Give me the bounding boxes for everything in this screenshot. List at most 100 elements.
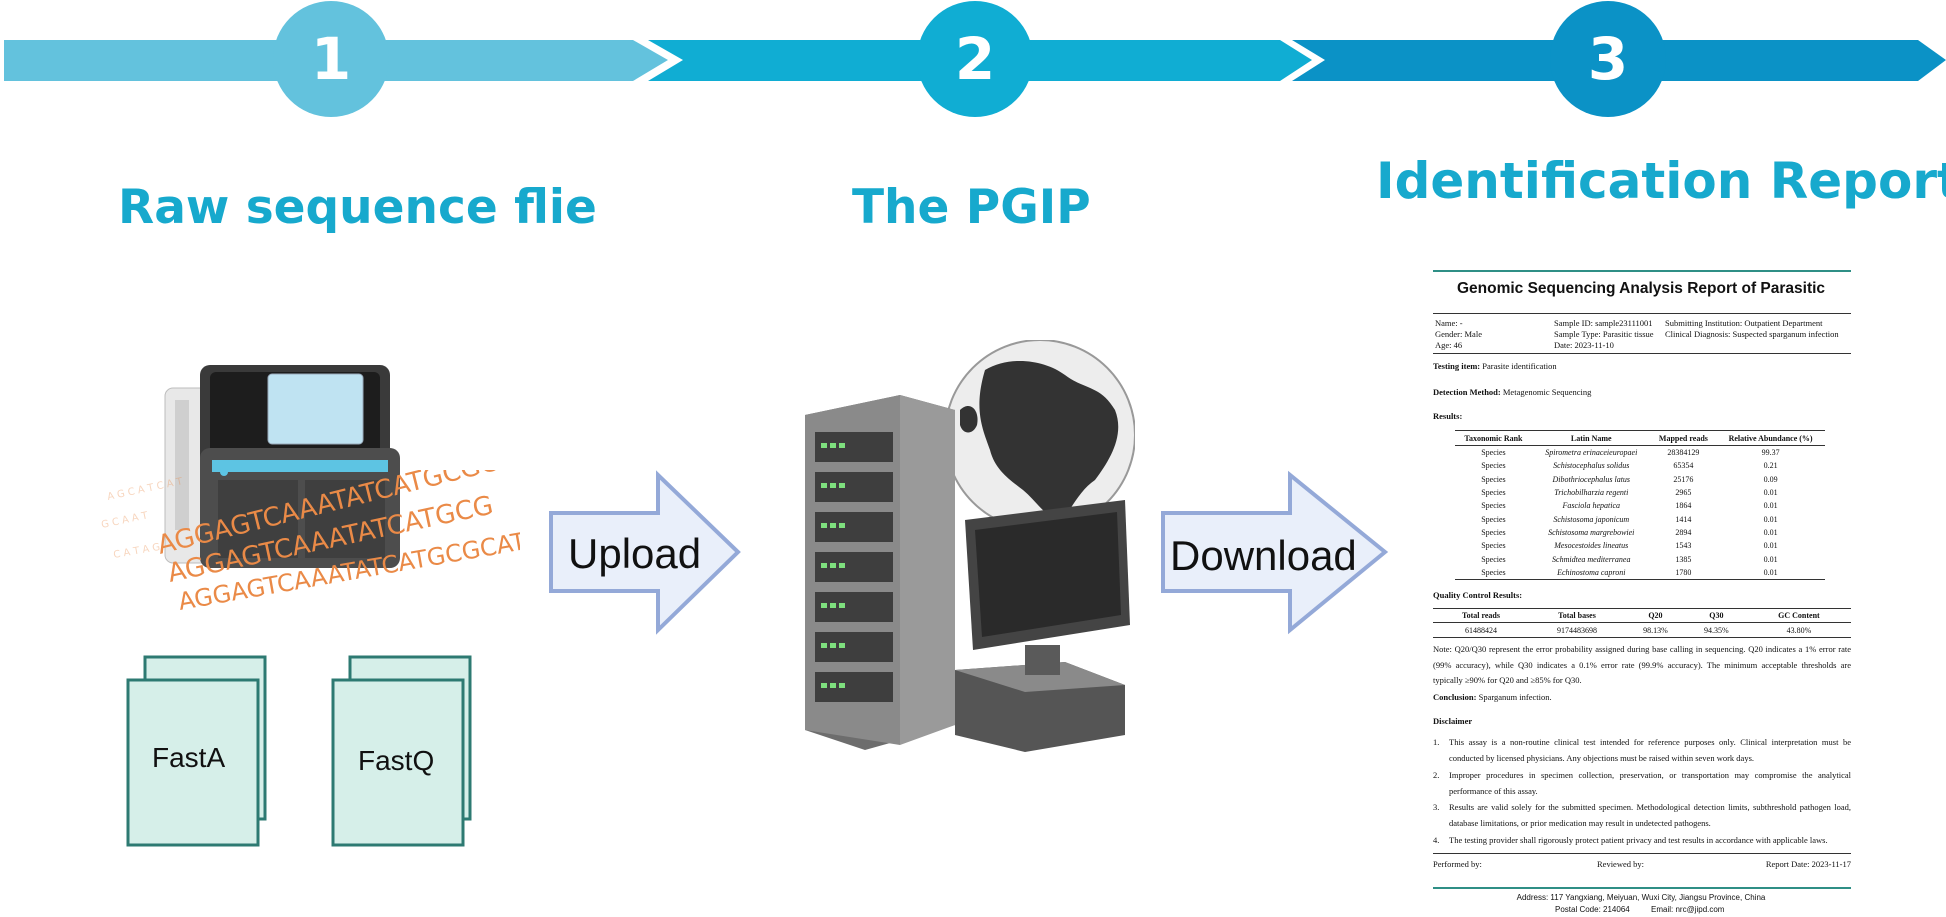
rank-cell: Species [1481,488,1506,498]
reads-cell: 1864 [1675,501,1692,511]
qc-total-bases: 9174483698 [1529,622,1625,638]
qc-q30: 94.35% [1685,622,1747,638]
qc-table: Total reads Total bases Q20 Q30 GC Conte… [1433,608,1851,638]
latin-name-cell: Echinostoma caproni [1531,565,1651,580]
testing-item-value: Parasite identification [1482,361,1557,371]
conclusion-line: Conclusion: Sparganum infection. [1433,692,1552,702]
clinical-diagnosis: Clinical Diagnosis: Suspected sparganum … [1665,329,1839,339]
qc-row: 61488424 9174483698 98.13% 94.35% 43.80% [1433,622,1851,638]
performed-by: Performed by: [1433,859,1482,869]
disclaimer-item: 3.Results are valid solely for the submi… [1433,802,1851,828]
disclaimer-text: Results are valid solely for the submitt… [1449,802,1851,828]
qc-total-reads: 61488424 [1433,622,1529,638]
col-relative-abundance: Relative Abundance (%) [1716,430,1825,446]
disclaimer-item: 2.Improper procedures in specimen collec… [1433,770,1851,796]
abundance-cell: 0.09 [1763,474,1778,484]
upload-label: Upload [568,530,702,577]
step-3-title: Identification Report [1376,152,1946,210]
rank-cell: Species [1455,565,1532,580]
abundance-cell: 0.01 [1763,527,1778,537]
col-total-reads: Total reads [1433,608,1529,623]
svg-text:C A T A G: C A T A G [113,542,161,561]
fasta-file-icon [126,655,267,847]
abundance-cell: 99.37 [1761,448,1780,458]
sample-type: Sample Type: Parasitic tissue [1554,329,1654,339]
testing-item-label: Testing item: [1433,361,1481,371]
reads-cell: 2965 [1675,488,1692,498]
fasta-label: FastA [152,742,226,773]
testing-item-line: Testing item: Parasite identification [1433,361,1557,371]
svg-text:A G C A T C A T: A G C A T C A T [106,476,184,503]
disclaimer-item: 4.The testing provider shall rigorously … [1433,835,1828,845]
reads-cell: 1543 [1675,541,1692,551]
reads-cell: 65354 [1673,461,1694,471]
postal-code: Postal Code: 214064 [1555,905,1630,914]
step-3-number: 3 [1550,1,1666,117]
results-table: Taxonomic Rank Latin Name Mapped reads R… [1455,430,1825,580]
col-total-bases: Total bases [1529,608,1625,623]
dna-sequence-graphic: A G C A T C A T G C A A T C A T A G AGGA… [100,470,520,615]
address: Address: 117 Yangxiang, Meiyuan, Wuxi Ci… [1516,893,1766,902]
rank-cell: Species [1481,448,1506,458]
conclusion-label: Conclusion: [1433,692,1477,702]
rank-cell: Species [1481,527,1506,537]
conclusion-value: Sparganum infection. [1478,692,1552,702]
reads-cell: 2894 [1675,527,1692,537]
reads-cell: 28384129 [1667,448,1700,458]
disclaimer-text: This assay is a non-routine clinical tes… [1449,737,1851,763]
patient-gender: Gender: Male [1435,329,1482,339]
col-taxonomic-rank: Taxonomic Rank [1455,430,1532,446]
patient-age: Age: 46 [1435,340,1463,350]
email: Email: nrc@jipd.com [1651,905,1725,914]
abundance-cell: 0.01 [1763,514,1778,524]
abundance-cell: 0.01 [1763,488,1778,498]
report-date: Report Date: 2023-11-17 [1765,859,1851,869]
latin-name-cell: Schistosoma japonicum [1553,514,1630,524]
method-line: Detection Method: Metagenomic Sequencing [1433,387,1591,397]
rank-cell: Species [1481,541,1506,551]
step-1-number: 1 [273,1,389,117]
sample-id: Sample ID: sample23111001 [1554,318,1653,328]
latin-name-cell: Mesocestoides lineatus [1554,541,1629,551]
reads-cell: 25176 [1673,474,1694,484]
download-arrow-icon [1161,470,1389,635]
qc-header-row: Total reads Total bases Q20 Q30 GC Conte… [1433,608,1851,623]
rank-cell: Species [1481,461,1506,471]
latin-name-cell: Dibothriocephalus latus [1552,474,1631,484]
upload-arrow-icon [549,470,741,635]
step-2-number: 2 [917,1,1033,117]
download-label: Download [1170,532,1357,579]
reads-cell: 1780 [1650,565,1717,580]
sequencer-illustration [164,365,400,568]
reviewed-by: Reviewed by: [1597,859,1644,869]
server-illustration [805,340,1135,752]
col-q30: Q30 [1685,608,1747,623]
col-q20: Q20 [1624,608,1686,623]
report-title: Genomic Sequencing Analysis Report of Pa… [1456,280,1826,297]
step-2-title: The PGIP [852,180,1091,235]
rank-cell: Species [1481,474,1506,484]
qc-gc-content: 43.80% [1746,622,1851,638]
step-1-title: Raw sequence flie [118,180,597,235]
rank-cell: Species [1481,501,1506,511]
latin-name-cell: Schistosoma margrebowiei [1548,527,1635,537]
col-latin-name: Latin Name [1531,430,1651,446]
col-gc-content: GC Content [1746,608,1851,623]
abundance-cell: 0.21 [1763,461,1778,471]
method-label: Detection Method: [1433,387,1501,397]
fastq-label: FastQ [358,745,435,776]
results-header-row: Taxonomic Rank Latin Name Mapped reads R… [1455,430,1825,446]
qc-label: Quality Control Results: [1433,590,1523,600]
latin-name-cell: Fasciola hepatica [1562,501,1621,511]
table-row: Species Schistosoma margrebowiei 2894 0.01 [1455,526,1825,539]
identification-report: Genomic Sequencing Analysis Report of Pa… [1425,218,1857,917]
latin-name-cell: Schmidtea mediterranea [1552,554,1631,564]
col-mapped-reads: Mapped reads [1650,430,1717,446]
qc-note: Note: Q20/Q30 represent the error probab… [1433,644,1851,685]
